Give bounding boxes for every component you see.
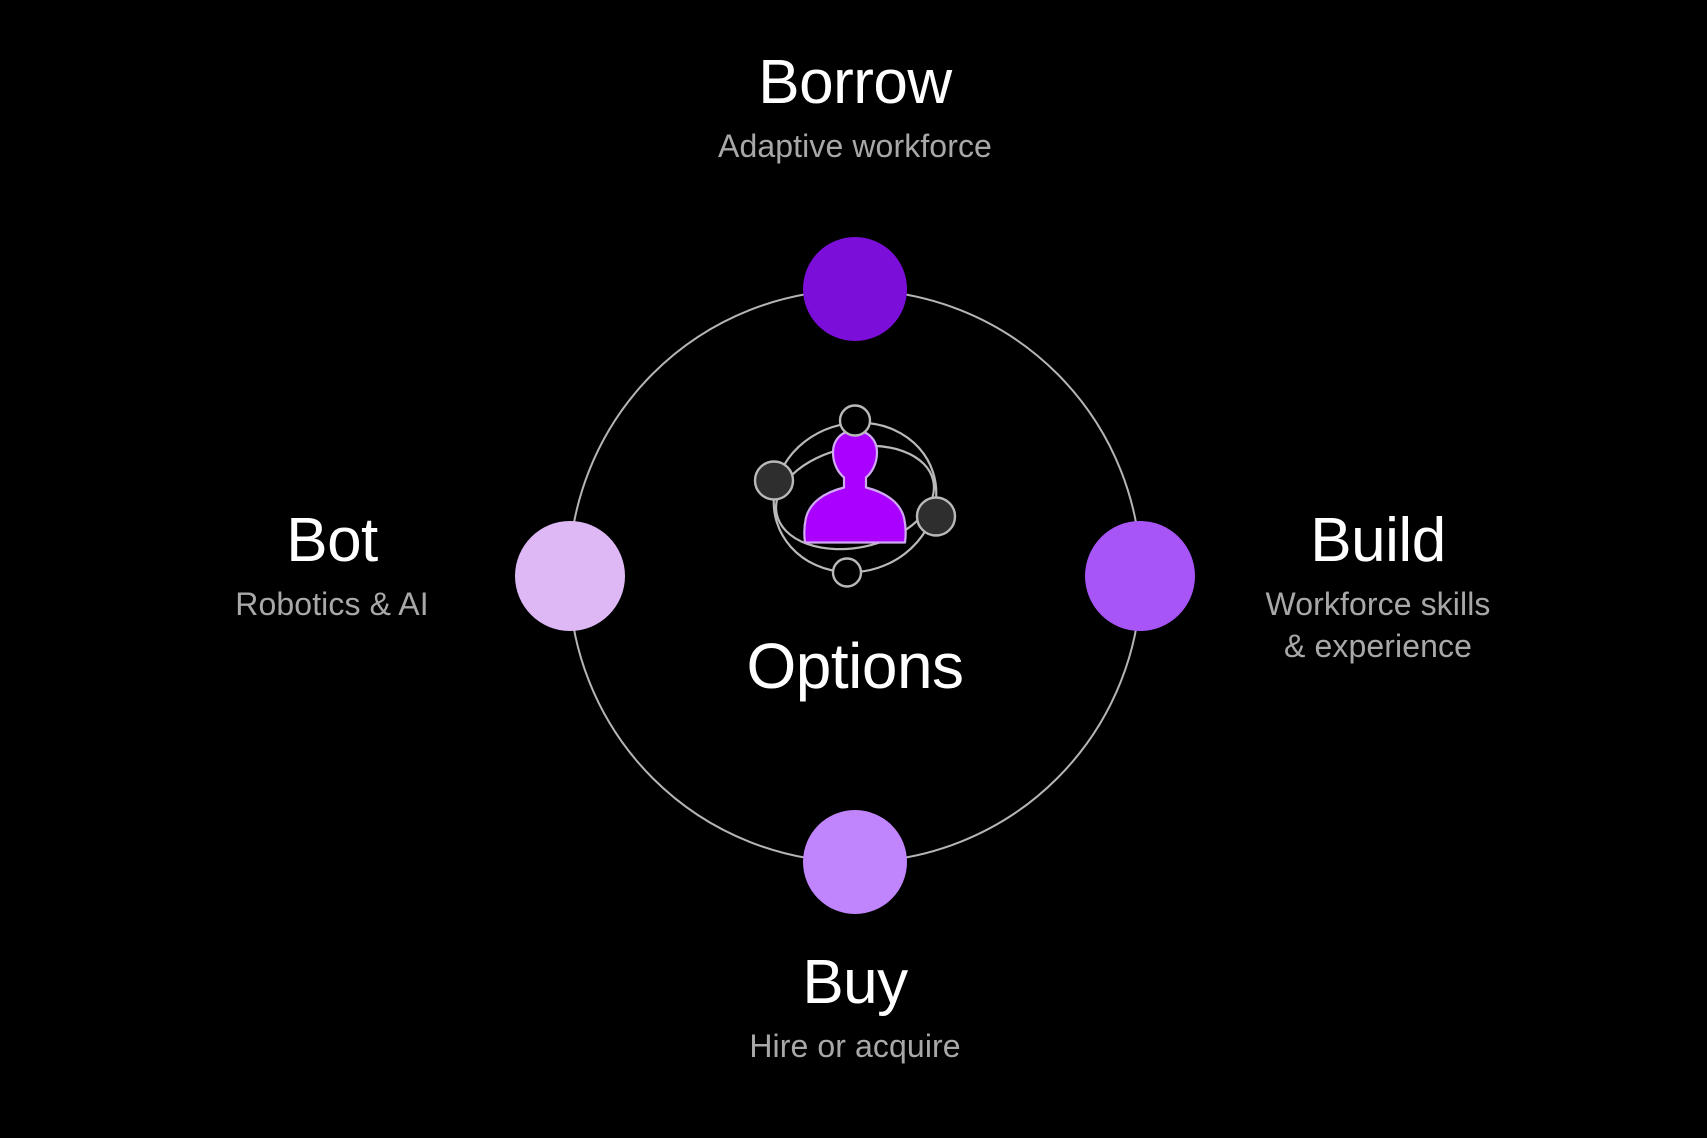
label-sub-line: Adaptive workforce (718, 127, 992, 164)
label-sub-line: & experience (1284, 628, 1472, 665)
center-title: Options (746, 630, 964, 702)
node-bot[interactable] (515, 521, 625, 631)
person-silhouette (803, 429, 907, 544)
label-sub-line: Robotics & AI (235, 585, 429, 622)
orbit-ellipse-outer (772, 421, 938, 574)
label-title-build: Build (1310, 506, 1446, 575)
label-block-bot: Bot Robotics & AI (235, 506, 428, 625)
label-sub-borrow: Adaptive workforce (718, 125, 992, 167)
label-sub-bot: Robotics & AI (235, 583, 428, 625)
label-block-build: Build Workforce skills & experience (1265, 506, 1490, 667)
label-title-borrow: Borrow (758, 48, 952, 117)
network-node-right (915, 496, 957, 537)
person-network-svg (753, 404, 957, 588)
label-sub-build: Workforce skills & experience (1265, 583, 1490, 667)
network-node-bottom (831, 557, 863, 588)
label-sub-line: Workforce skills (1265, 585, 1491, 622)
node-borrow[interactable] (803, 237, 907, 341)
label-sub-buy: Hire or acquire (749, 1025, 960, 1067)
label-block-buy: Buy Hire or acquire (749, 948, 960, 1067)
node-build[interactable] (1085, 521, 1195, 631)
person-network-icon (745, 403, 965, 598)
label-block-borrow: Borrow Adaptive workforce (718, 48, 992, 167)
label-title-bot: Bot (286, 506, 378, 575)
node-buy[interactable] (803, 810, 907, 914)
label-sub-line: Hire or acquire (749, 1027, 961, 1064)
label-title-buy: Buy (802, 948, 908, 1017)
network-node-left (753, 460, 795, 501)
network-node-top (838, 404, 872, 437)
